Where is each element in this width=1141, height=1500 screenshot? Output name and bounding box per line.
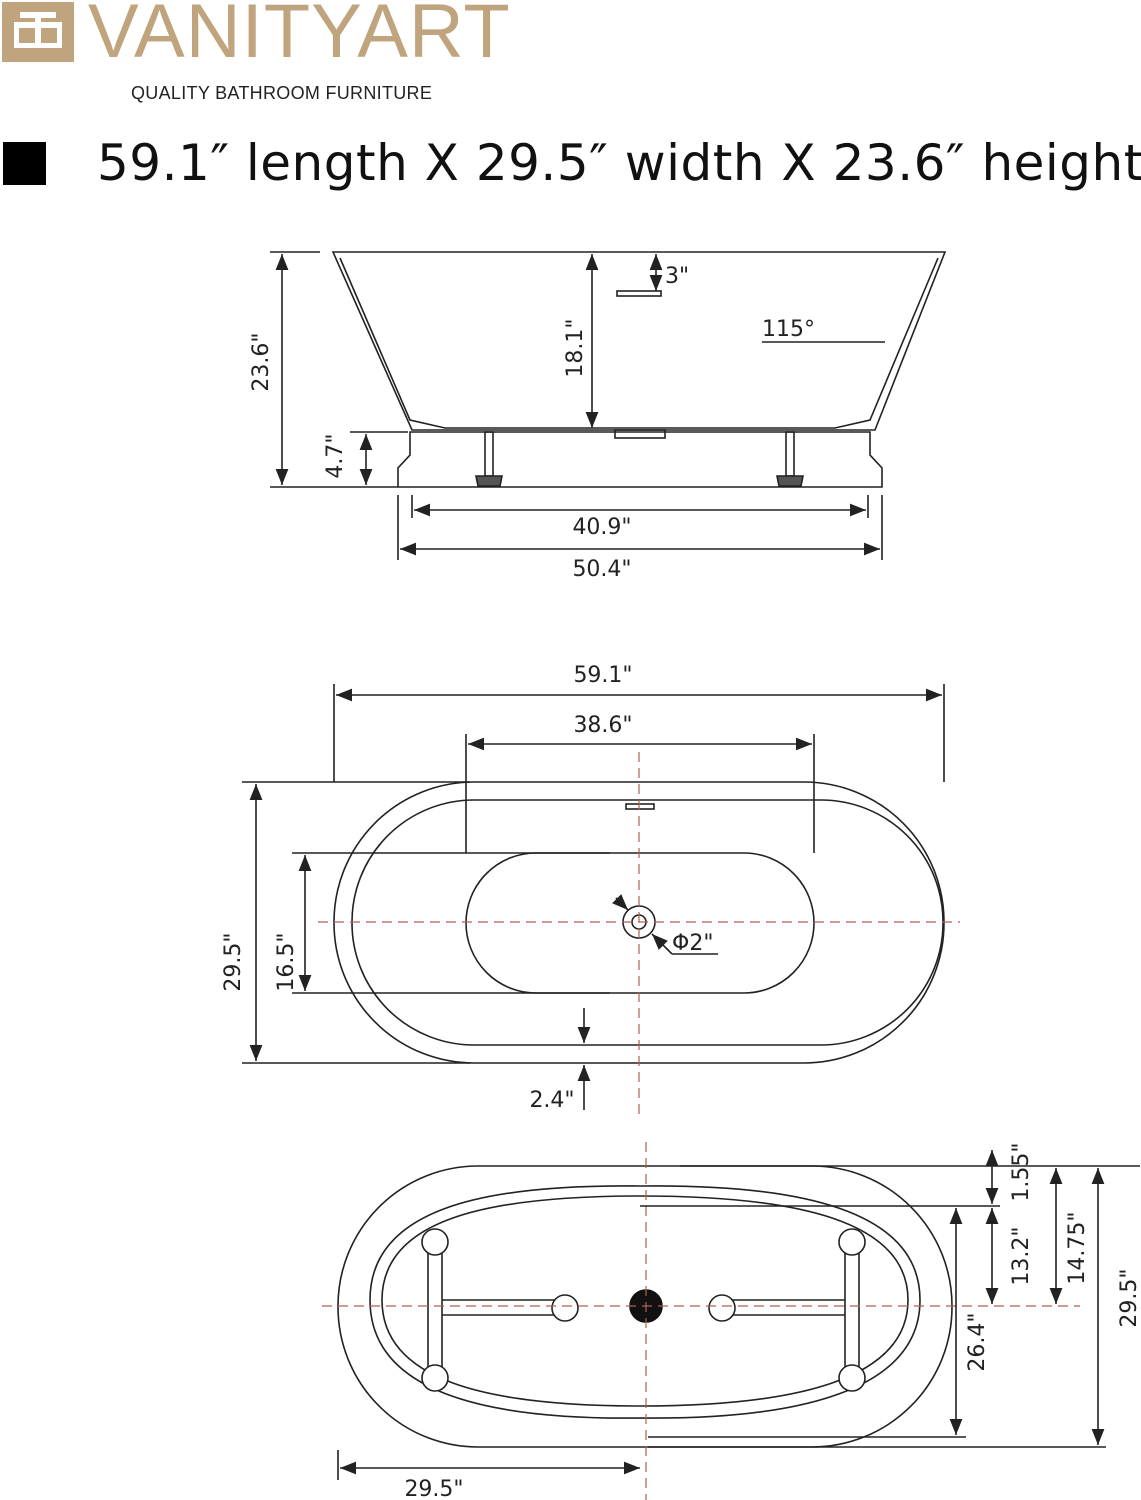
tub-bottom-inner <box>369 1185 921 1419</box>
tub-profile-inner <box>339 257 939 429</box>
foot-pad-2 <box>421 1364 449 1392</box>
label-drain-diameter: Φ2" <box>672 931 713 956</box>
foot-pad-3 <box>551 1294 579 1322</box>
label-inner-depth: 18.1" <box>563 318 588 377</box>
bottom-view <box>322 1142 1140 1500</box>
label-overflow-offset: 3" <box>665 264 689 289</box>
tub-bottom-inner-2 <box>381 1195 909 1407</box>
label-leg-span: 40.9" <box>572 515 631 540</box>
side-view <box>270 251 947 560</box>
label-basin-length: 38.6" <box>573 713 632 738</box>
leg-left <box>484 431 494 477</box>
label-drain-offset: 29.5" <box>404 1477 463 1500</box>
label-center-offset: 14.75" <box>1065 1211 1090 1284</box>
basin-floor <box>465 852 815 994</box>
label-overall-height: 23.6" <box>249 332 274 391</box>
label-base-height: 4.7" <box>323 433 348 478</box>
foot-right <box>776 475 804 487</box>
label-inner-offset: 13.2" <box>1009 1226 1034 1285</box>
brand-tagline: QUALITY BATHROOM FURNITURE <box>131 83 433 103</box>
foot-pad-1 <box>421 1228 449 1256</box>
foot-pad-6 <box>838 1364 866 1392</box>
label-overall-length: 59.1" <box>573 663 632 688</box>
bullet-square <box>3 142 46 185</box>
label-inner-width: 26.4" <box>965 1312 990 1371</box>
label-basin-width: 16.5" <box>274 932 299 991</box>
overflow-top <box>625 803 655 810</box>
brand-name: VANITYART <box>88 0 511 74</box>
foot-left <box>475 475 503 487</box>
label-edge-offset: 1.55" <box>1009 1142 1034 1201</box>
foot-pad-5 <box>838 1228 866 1256</box>
overflow-side <box>616 290 662 297</box>
top-view <box>242 684 960 1115</box>
tub-base <box>397 431 883 488</box>
tub-profile-outer <box>331 251 947 431</box>
vanity-logo-icon <box>2 2 74 62</box>
leg-right <box>785 431 795 477</box>
dimensions-headline: 59.1″ length X 29.5″ width X 23.6″ heigh… <box>97 134 1141 192</box>
label-overall-width-bottom: 29.5" <box>1117 1268 1141 1327</box>
label-wall-angle: 115° <box>762 317 815 342</box>
label-base-length: 50.4" <box>572 557 631 582</box>
label-overall-width: 29.5" <box>221 932 246 991</box>
foot-pad-4 <box>708 1294 736 1322</box>
label-rim-thickness: 2.4" <box>529 1088 574 1113</box>
header: VANITYART QUALITY BATHROOM FURNITURE 59.… <box>0 0 1141 210</box>
drain-side <box>614 429 666 439</box>
